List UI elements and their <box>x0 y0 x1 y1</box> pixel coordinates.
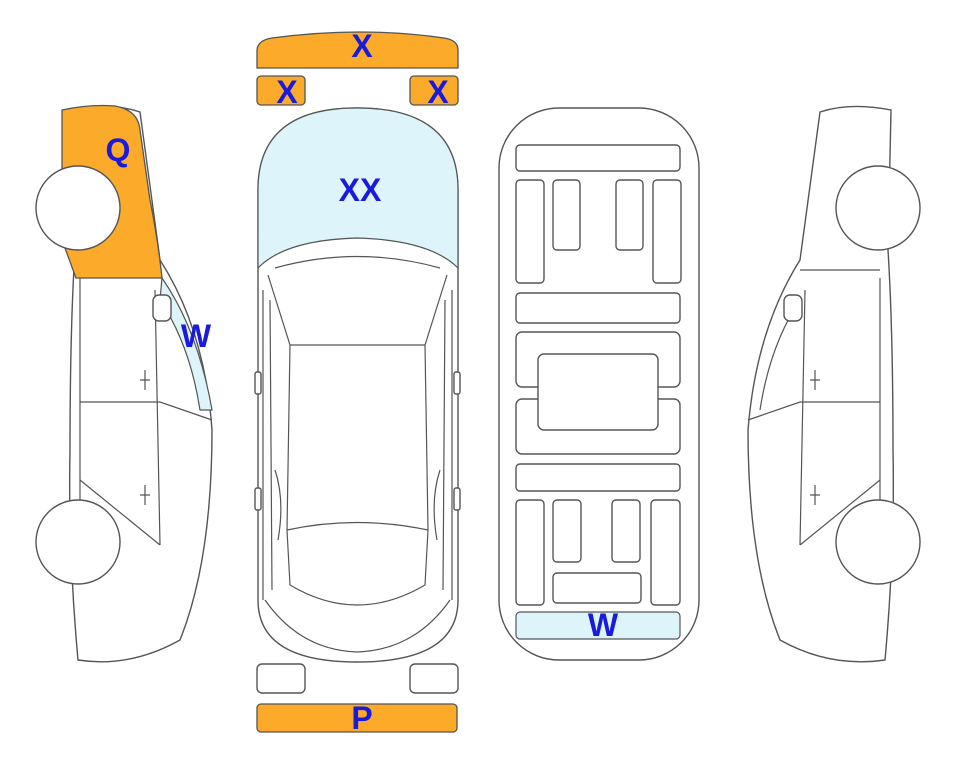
underbody-rear-part[interactable] <box>515 611 681 640</box>
rear-left-light-part[interactable] <box>256 663 306 694</box>
rear-bumper-label: P <box>351 700 372 736</box>
right-front-wheel <box>835 165 921 251</box>
front-bumper-label: X <box>351 28 373 64</box>
windshield-part[interactable] <box>257 107 459 270</box>
windshield-label: XX <box>339 172 382 208</box>
front-bumper-part[interactable] <box>256 31 459 69</box>
right-side-view <box>747 105 921 663</box>
left-rear-wheel <box>35 499 121 585</box>
front-left-light-part[interactable] <box>256 75 306 106</box>
left-a-pillar-glass-label: W <box>181 318 212 354</box>
front-bumper-group[interactable] <box>256 31 459 69</box>
top-view-car <box>254 107 461 663</box>
front-right-light-part[interactable] <box>409 75 459 106</box>
right-rear-wheel <box>835 499 921 585</box>
underbody-view <box>498 107 700 661</box>
left-fender-label: Q <box>106 132 131 168</box>
left-a-pillar-glass-part[interactable] <box>159 276 213 411</box>
front-right-light-label: X <box>427 74 449 110</box>
underbody-rear-label: W <box>588 607 619 643</box>
rear-right-light-part[interactable] <box>409 663 459 694</box>
rear-bumper-part[interactable] <box>256 703 458 733</box>
front-left-light-label: X <box>276 74 298 110</box>
left-side-view <box>35 104 213 663</box>
left-front-wheel <box>35 165 121 251</box>
